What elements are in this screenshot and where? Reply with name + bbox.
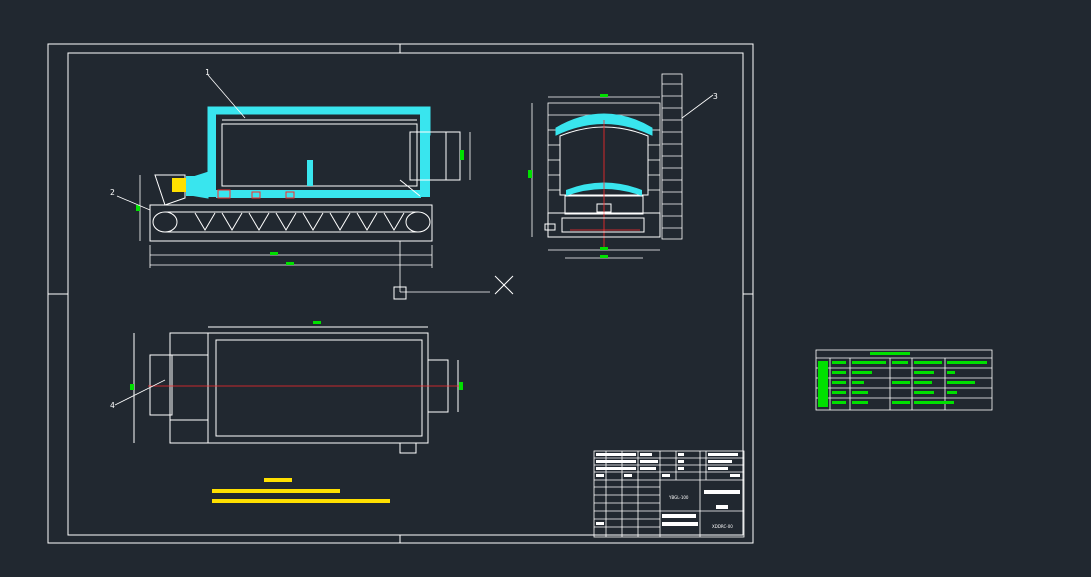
grate-ribs [194, 212, 405, 231]
title-block-cells [596, 453, 740, 526]
boiler-front-view [116, 74, 514, 300]
parameter-table-cells [818, 352, 987, 407]
cursor-cross-icon [494, 275, 514, 295]
insulated-arch [555, 113, 653, 136]
title-block [593, 450, 745, 538]
boiler-section-view [528, 73, 714, 259]
callout-1: 1 [205, 68, 210, 77]
title-block-model: YBGL-100 [668, 495, 689, 500]
ucs-icon [393, 286, 407, 300]
boiler-plan-view [114, 326, 460, 454]
parameter-table [815, 349, 993, 411]
technical-notes [212, 478, 390, 503]
title-block-drawing-no: XDDRC-00 [712, 524, 733, 529]
chimney [661, 73, 683, 240]
callout-4: 4 [110, 401, 115, 410]
coal-hopper [154, 174, 186, 206]
combustion-chamber [221, 123, 418, 187]
chain-grate [149, 204, 433, 242]
callout-2: 2 [110, 188, 115, 197]
drawing-frame [47, 43, 754, 544]
callout-3: 3 [713, 92, 718, 101]
